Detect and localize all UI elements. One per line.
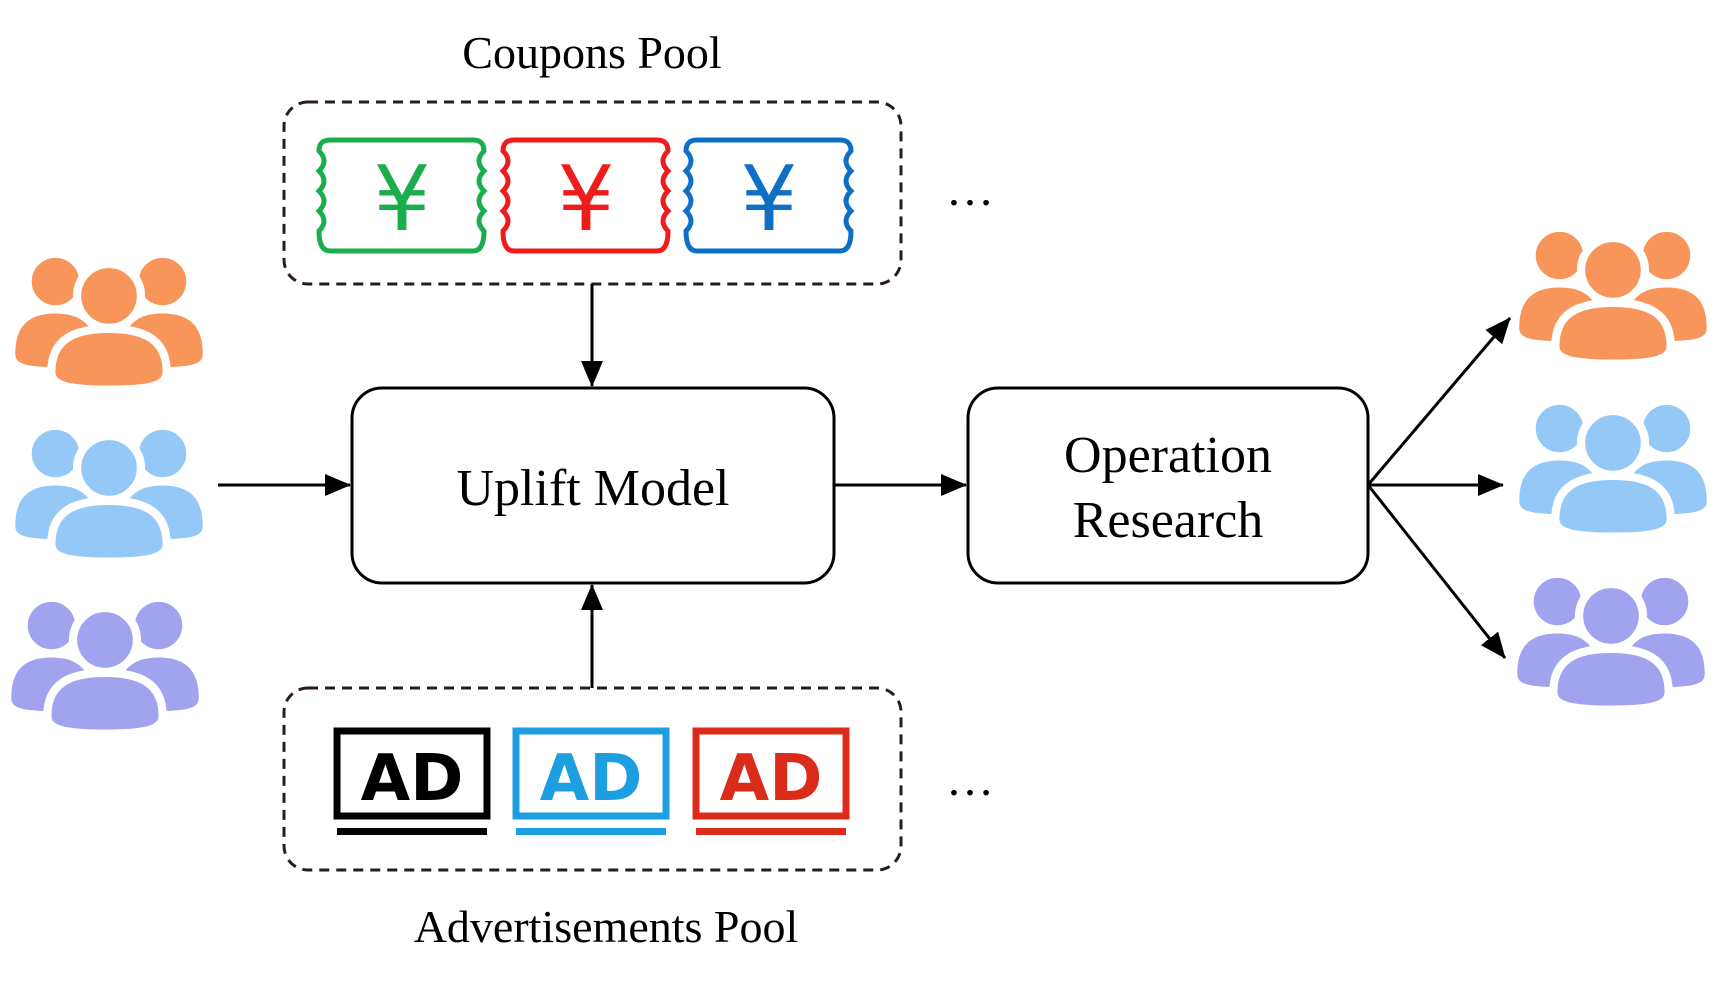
operation-research-label-line1: Operation xyxy=(1064,427,1272,484)
yen-icon: ¥ xyxy=(557,147,614,252)
operation-research-box xyxy=(966,386,1370,585)
user-group-orange-icon xyxy=(12,255,206,390)
ads-pool-box xyxy=(282,686,903,872)
user-group-blue-icon xyxy=(12,427,206,562)
ad-icon: AD xyxy=(361,742,464,816)
user-group-purple-icon xyxy=(1514,575,1708,710)
user-group-purple-icon xyxy=(8,599,202,734)
ad-blue: AD xyxy=(512,727,670,835)
arrow-or-to-purple xyxy=(1366,484,1507,659)
user-group-blue-icon xyxy=(1516,402,1710,537)
coupon-green: ¥ xyxy=(315,137,488,254)
user-group-orange-icon xyxy=(1516,229,1710,364)
ad-icon: AD xyxy=(540,742,643,816)
ad-icon: AD xyxy=(720,742,823,816)
uplift-model-label: Uplift Model xyxy=(457,460,730,517)
operation-research-label-line2: Research xyxy=(1073,492,1264,549)
ad-black: AD xyxy=(333,727,491,835)
coupons-ellipsis: … xyxy=(946,163,994,216)
yen-icon: ¥ xyxy=(740,147,797,252)
yen-icon: ¥ xyxy=(373,147,430,252)
ad-red: AD xyxy=(692,727,850,835)
arrow-or-to-orange xyxy=(1366,317,1512,486)
ads-ellipsis: … xyxy=(946,753,994,806)
coupon-red: ¥ xyxy=(499,137,672,254)
ads-pool-title: Advertisements Pool xyxy=(414,901,799,952)
coupons-pool-title: Coupons Pool xyxy=(462,27,721,78)
coupon-blue: ¥ xyxy=(682,137,855,254)
